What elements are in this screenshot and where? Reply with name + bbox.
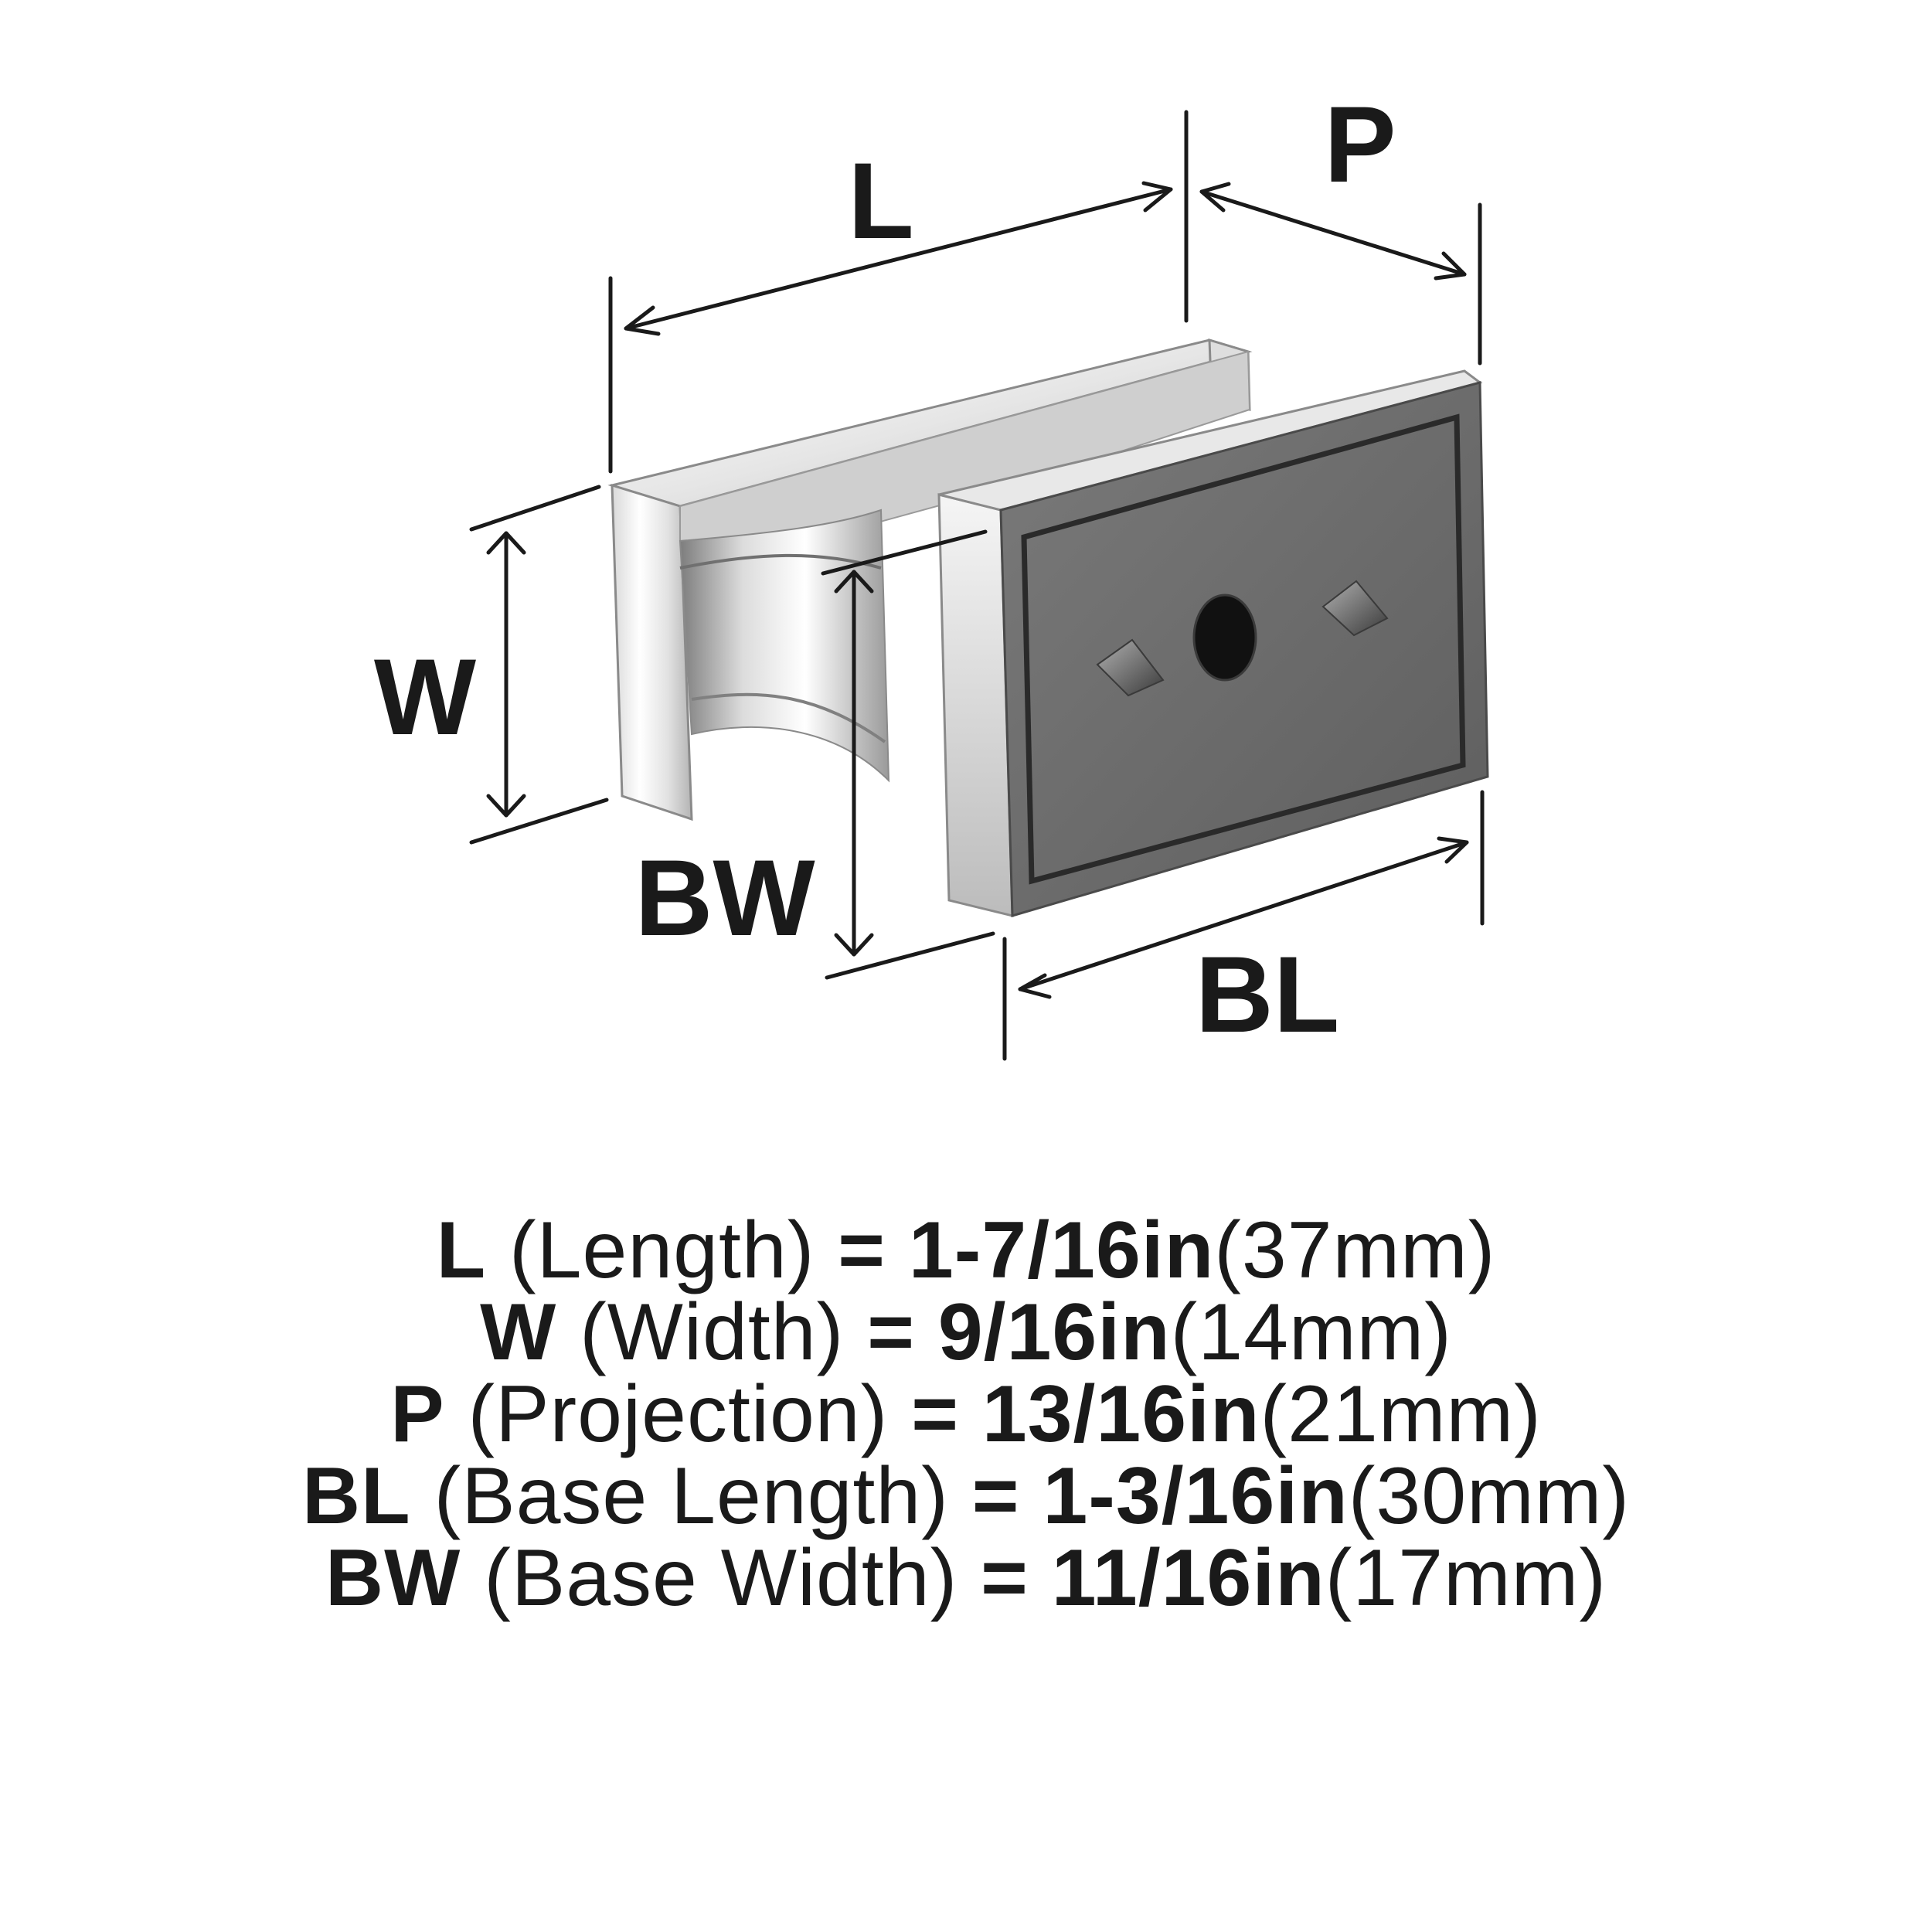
spec-abbr: BW <box>325 1533 461 1623</box>
anti-rotation-spike-left <box>1096 638 1165 697</box>
spec-equals: = <box>867 1287 915 1377</box>
spec-equals: = <box>838 1206 886 1295</box>
length-label: L <box>848 140 914 261</box>
spec-width: W (Width) = 9/16in(14mm) <box>0 1291 1932 1373</box>
spec-projection: P (Projection) = 13/16in(21mm) <box>0 1373 1932 1455</box>
knob-dimension-diagram: L P W BW BL <box>374 83 1489 1061</box>
spec-base-width: BW (Base Width) = 11/16in(17mm) <box>0 1537 1932 1619</box>
base-length-label: BL <box>1196 934 1340 1055</box>
knob-neck <box>679 509 890 783</box>
spec-abbr: L <box>436 1206 487 1295</box>
spec-equals: = <box>911 1369 959 1459</box>
spec-metric: (37mm) <box>1214 1206 1496 1295</box>
mounting-hole <box>1192 594 1257 682</box>
base-width-label: BW <box>634 837 815 958</box>
spec-base-length: BL (Base Length) = 1-3/16in(30mm) <box>0 1455 1932 1537</box>
spec-imperial: 13/16in <box>981 1369 1260 1459</box>
spec-name: (Base Length) <box>434 1451 949 1541</box>
spec-name: (Projection) <box>468 1369 889 1459</box>
spec-abbr: W <box>480 1287 557 1377</box>
dimension-length <box>608 110 1189 474</box>
spec-name: (Width) <box>580 1287 845 1377</box>
spec-metric: (14mm) <box>1170 1287 1452 1377</box>
knob-top <box>607 338 1253 821</box>
spec-equals: = <box>981 1533 1029 1623</box>
spec-abbr: P <box>390 1369 445 1459</box>
spec-abbr: BL <box>302 1451 411 1541</box>
spec-imperial: 11/16in <box>1051 1533 1325 1623</box>
spec-equals: = <box>971 1451 1020 1541</box>
spec-imperial: 9/16in <box>937 1287 1171 1377</box>
spec-metric: (30mm) <box>1348 1451 1630 1541</box>
width-label: W <box>374 636 476 757</box>
dimension-spec-list: L (Length) = 1-7/16in(37mm) W (Width) = … <box>0 1209 1932 1619</box>
spec-name: (Length) <box>509 1206 815 1295</box>
spec-length: L (Length) = 1-7/16in(37mm) <box>0 1209 1932 1291</box>
anti-rotation-spike-right <box>1321 580 1389 637</box>
spec-imperial: 1-7/16in <box>908 1206 1215 1295</box>
spec-metric: (17mm) <box>1325 1533 1607 1623</box>
projection-label: P <box>1324 83 1396 205</box>
spec-metric: (21mm) <box>1260 1369 1542 1459</box>
dimension-width <box>469 485 609 845</box>
spec-imperial: 1-3/16in <box>1043 1451 1349 1541</box>
knob-base <box>937 369 1489 917</box>
dimension-base-width <box>821 529 995 980</box>
spec-name: (Base Width) <box>484 1533 958 1623</box>
dimension-base-length <box>1002 790 1485 1061</box>
dimension-projection <box>1199 182 1482 366</box>
